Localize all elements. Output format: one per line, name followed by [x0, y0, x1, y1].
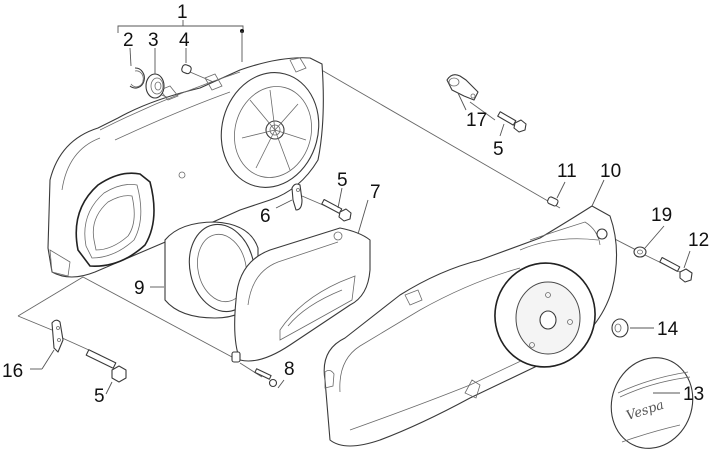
callout-9: 9	[134, 278, 145, 299]
callout-labels: 1 2 3 4 5 5 5 6 7 8 9 10 11 12 13 14 16 …	[2, 2, 709, 407]
callout-14: 14	[657, 319, 679, 340]
inner-crankcase-cover[interactable]	[47, 57, 331, 278]
leader-lines	[30, 47, 691, 395]
callout-12: 12	[688, 230, 709, 251]
callout-4: 4	[179, 30, 190, 51]
screw-outer-part[interactable]	[659, 256, 693, 283]
callout-8: 8	[284, 359, 295, 380]
callout-10: 10	[600, 161, 621, 182]
mounting-bracket-part[interactable]	[51, 319, 64, 353]
callout-17: 17	[466, 110, 487, 131]
callout-19: 19	[651, 205, 672, 226]
outer-transmission-cover-part[interactable]	[323, 205, 618, 447]
bearing-part[interactable]	[145, 73, 165, 99]
rubber-plug-part[interactable]	[611, 318, 629, 338]
callout-2: 2	[123, 30, 134, 51]
callout-16: 16	[2, 361, 23, 382]
circlip-part[interactable]	[129, 67, 145, 89]
callout-1: 1	[177, 2, 188, 23]
callout-11: 11	[557, 161, 577, 182]
callout-13: 13	[683, 384, 704, 405]
screw-lower-part[interactable]	[85, 349, 127, 383]
cable-clamp-part[interactable]	[446, 74, 479, 101]
assembly-bracket	[117, 20, 244, 62]
dowel-pin-part[interactable]	[181, 64, 192, 75]
callout-6: 6	[260, 206, 271, 227]
emblem-cap-part[interactable]: Vespa	[599, 346, 706, 460]
washer-part[interactable]	[633, 246, 647, 258]
bracket-clip-part[interactable]	[291, 183, 303, 211]
callout-7: 7	[370, 182, 381, 203]
screw-middle-part[interactable]	[321, 198, 352, 222]
dowel-pin-outer-part[interactable]	[547, 196, 559, 207]
screw-upper-part[interactable]	[497, 111, 527, 133]
callout-5-upper: 5	[493, 139, 504, 160]
callout-3: 3	[148, 30, 159, 51]
screw-duct-part[interactable]	[231, 351, 278, 388]
callout-5-lower: 5	[94, 386, 105, 407]
callout-5-middle: 5	[337, 170, 348, 191]
